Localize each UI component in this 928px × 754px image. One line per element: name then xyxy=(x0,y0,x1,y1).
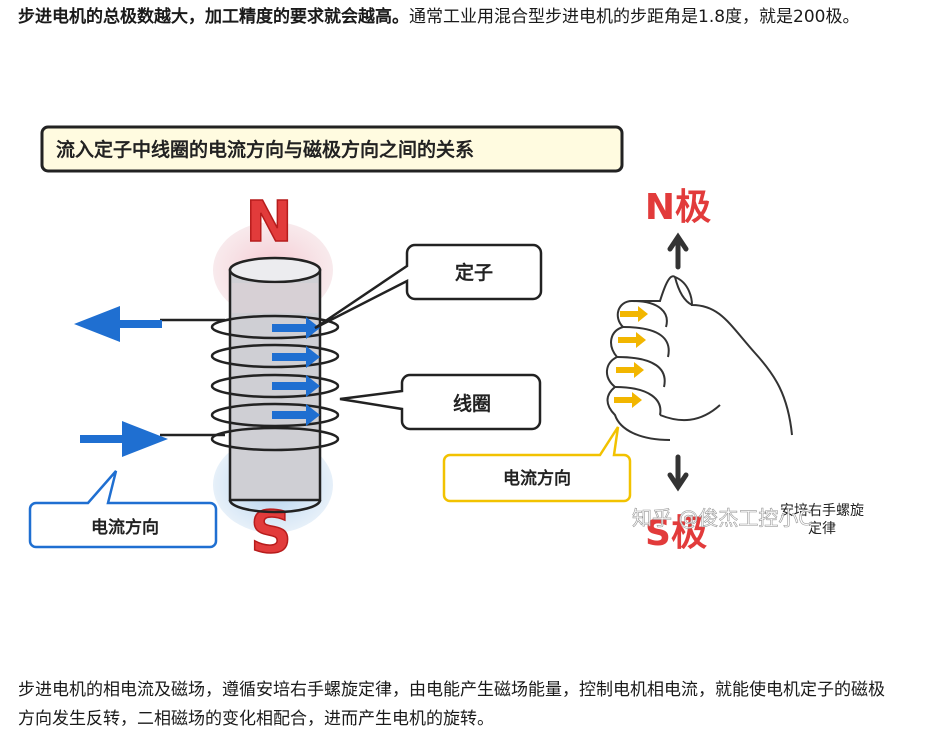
north-pole-right: N极 xyxy=(645,187,711,228)
current-in-arrow xyxy=(80,421,168,457)
stator-label: 定子 xyxy=(455,261,493,284)
intro-paragraph: 步进电机的总极数越大，加工精度的要求就会越高。通常工业用混合型步进电机的步距角是… xyxy=(18,3,898,32)
north-pole-label: N xyxy=(246,190,293,255)
coil-label: 线圈 xyxy=(453,392,491,415)
south-pole-right: S极 xyxy=(645,513,707,554)
rule-label-line2: 定律 xyxy=(808,521,836,537)
south-pole-label: S xyxy=(250,498,292,565)
finger-arrows xyxy=(614,306,648,408)
coil xyxy=(160,314,340,452)
stator-callout: 定子 xyxy=(314,243,543,330)
intro-normal-text: 通常工业用混合型步进电机的步距角是1.8度，就是200极。 xyxy=(409,7,860,27)
body-paragraph: 步进电机的相电流及磁场，遵循安培右手螺旋定律，由电能产生磁场能量，控制电机相电流… xyxy=(18,680,885,729)
down-arrow xyxy=(667,454,689,492)
figure-title-box: 流入定子中线圈的电流方向与磁极方向之间的关系 xyxy=(40,125,624,173)
rule-label-line1: 安培右手螺旋 xyxy=(780,503,864,519)
stepper-motor-figure: 流入定子中线圈的电流方向与磁极方向之间的关系 N S 定子 xyxy=(20,105,910,565)
left-current-callout: 电流方向 xyxy=(28,470,218,549)
right-hand-drawing xyxy=(606,275,793,441)
up-arrow xyxy=(667,232,689,270)
coil-callout: 线圈 xyxy=(339,373,542,431)
current-arrows xyxy=(272,317,320,426)
figure-title: 流入定子中线圈的电流方向与磁极方向之间的关系 xyxy=(56,138,474,161)
left-current-label: 电流方向 xyxy=(91,517,159,538)
watermark: 知乎 @俊杰工控小C xyxy=(632,506,812,530)
right-current-callout: 电流方向 xyxy=(442,426,632,503)
current-out-arrow xyxy=(74,306,162,342)
intro-bold-text: 步进电机的总极数越大，加工精度的要求就会越高。 xyxy=(18,7,409,27)
right-current-label: 电流方向 xyxy=(503,468,571,489)
